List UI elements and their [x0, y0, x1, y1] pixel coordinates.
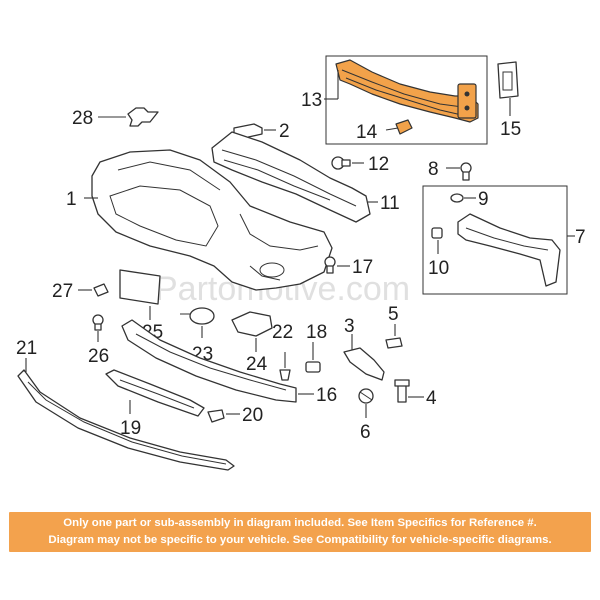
disclaimer-line-1: Only one part or sub-assembly in diagram… — [63, 517, 537, 529]
part-21-lower-molding — [17, 369, 235, 471]
callout-26: 26 — [88, 346, 109, 367]
callout-18: 18 — [306, 322, 327, 343]
callout-6: 6 — [360, 422, 371, 443]
part-22-clip — [279, 369, 291, 381]
callout-14: 14 — [356, 122, 378, 143]
part-10-nut — [431, 227, 443, 239]
part-18-clip — [305, 361, 321, 373]
part-11-energy-absorber — [211, 131, 371, 223]
callout-5: 5 — [388, 304, 399, 325]
callout-28: 28 — [72, 108, 93, 129]
callout-12: 12 — [368, 154, 389, 175]
callout-3: 3 — [344, 316, 355, 337]
callout-7: 7 — [575, 227, 586, 248]
part-17-push-pin — [324, 256, 336, 274]
callout-19: 19 — [120, 418, 141, 439]
group-box-13 — [325, 55, 488, 145]
part-9-nut — [450, 193, 464, 203]
callout-17: 17 — [352, 257, 373, 278]
callout-9: 9 — [478, 189, 489, 210]
callout-11: 11 — [380, 193, 400, 214]
group-box-7 — [422, 185, 568, 295]
part-23-fog-lamp — [180, 307, 215, 325]
part-28-emblem — [127, 107, 159, 127]
part-16-lower-air-deflector — [121, 319, 297, 403]
part-27-screw — [93, 283, 109, 297]
part-3-bracket — [343, 347, 385, 381]
callout-22: 22 — [272, 322, 293, 343]
callout-8: 8 — [428, 159, 439, 180]
part-14-bolt — [385, 119, 413, 135]
part-8-push-pin — [460, 162, 472, 181]
part-5-clip — [385, 337, 403, 349]
callout-21: 21 — [16, 338, 37, 359]
callout-10: 10 — [428, 258, 449, 279]
part-13-impact-bar — [335, 59, 479, 123]
part-7-support-bracket — [457, 213, 561, 287]
callout-20: 20 — [242, 405, 263, 426]
callout-13: 13 — [301, 90, 322, 111]
part-26-clip — [92, 314, 104, 331]
disclaimer-line-2: Diagram may not be specific to your vehi… — [48, 534, 552, 546]
part-19-lower-grille — [105, 369, 205, 417]
callout-27: 27 — [52, 281, 73, 302]
part-25-license-plate-bracket — [119, 269, 161, 305]
part-4-bolt — [394, 379, 410, 403]
part-12-push-pin — [331, 156, 351, 170]
part-15-bracket — [497, 61, 519, 99]
disclaimer-banner: Only one part or sub-assembly in diagram… — [9, 512, 591, 552]
callout-4: 4 — [426, 388, 437, 409]
callout-1: 1 — [66, 189, 77, 210]
part-24-fog-lamp-bezel — [231, 311, 273, 337]
callout-16: 16 — [316, 385, 337, 406]
callout-15: 15 — [500, 119, 521, 140]
part-1-bumper-cover — [91, 149, 333, 291]
callout-2: 2 — [279, 121, 290, 142]
part-6-bolt — [358, 388, 374, 404]
callout-24: 24 — [246, 354, 268, 375]
part-20-clip — [207, 409, 225, 423]
